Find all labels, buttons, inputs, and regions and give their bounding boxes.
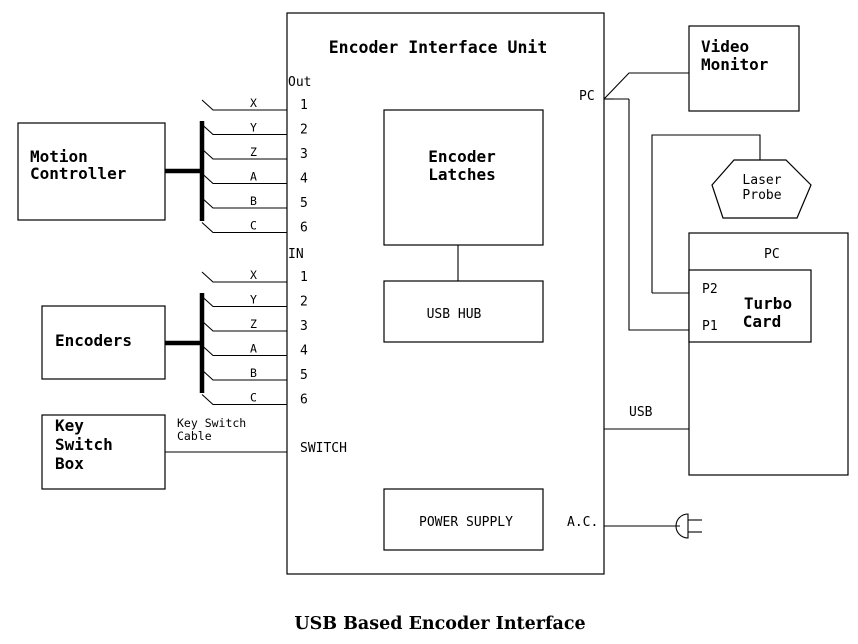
- motion-controller-line2: Controller: [30, 164, 126, 183]
- ac-label: A.C.: [567, 515, 598, 530]
- motion-controller-line1: Motion: [30, 147, 88, 166]
- video-monitor-line1: Video: [701, 37, 749, 56]
- in-wire-x: [201, 271, 287, 283]
- in-channel-3: 3: [300, 319, 308, 334]
- encoder-interface-unit-title: Encoder Interface Unit: [329, 38, 548, 57]
- in-axis-label-y: Y: [250, 293, 257, 307]
- usb-hub-label: USB HUB: [427, 307, 482, 322]
- in-wire-group: X 1Y 2Z 3A 4B 5C 6: [201, 268, 308, 408]
- encoder-latches-line2: Latches: [428, 165, 495, 184]
- usb-hub-box: [383, 280, 544, 343]
- encoder-latches-line1: Encoder: [428, 147, 495, 166]
- video-cable: [603, 72, 689, 100]
- usb-label: USB: [629, 405, 653, 420]
- in-wire-y: [201, 296, 287, 308]
- p1-label: P1: [702, 319, 718, 334]
- in-axis-label-z: Z: [250, 317, 257, 331]
- out-channel-5: 5: [300, 196, 308, 211]
- out-channel-3: 3: [300, 147, 308, 162]
- in-channel-6: 6: [300, 393, 308, 408]
- power-supply-box: [383, 488, 544, 551]
- out-axis-label-y: Y: [250, 121, 257, 135]
- video-monitor-box: [688, 25, 800, 112]
- out-channel-2: 2: [300, 123, 308, 138]
- turbo-card-line1: Turbo: [744, 294, 792, 313]
- out-axis-label-x: X: [250, 96, 257, 110]
- diagram-caption: USB Based Encoder Interface: [294, 614, 585, 634]
- turbo-card-box: [688, 269, 812, 343]
- out-channel-1: 1: [300, 98, 308, 113]
- power-plug-icon: [675, 513, 689, 539]
- out-wire-c: [201, 222, 287, 234]
- turbo-card-line2: Card: [743, 312, 782, 331]
- in-wire-c: [201, 394, 287, 406]
- pc-box: [688, 232, 849, 476]
- encoders-label: Encoders: [55, 331, 132, 350]
- in-axis-label-c: C: [250, 391, 257, 405]
- out-axis-label-c: C: [250, 219, 257, 233]
- switch-label: SWITCH: [300, 441, 347, 456]
- out-channel-6: 6: [300, 221, 308, 236]
- encoders-box: [41, 305, 166, 380]
- in-axis-label-a: A: [250, 342, 257, 356]
- encoder-latches-box: [383, 109, 544, 246]
- eiu-pc-label: PC: [579, 89, 595, 104]
- out-label: Out: [288, 75, 311, 90]
- in-wire-a: [201, 345, 287, 357]
- in-channel-4: 4: [300, 344, 308, 359]
- out-axis-label-z: Z: [250, 145, 257, 159]
- p2-label: P2: [702, 282, 718, 297]
- in-axis-label-b: B: [250, 366, 257, 380]
- power-supply-label: POWER SUPPLY: [419, 515, 513, 530]
- laser-probe-line2: Probe: [742, 188, 781, 203]
- out-wire-a: [201, 173, 287, 185]
- pc-label: PC: [764, 247, 780, 262]
- out-wire-group: X 1Y 2Z 3A 4B 5C 6: [201, 96, 308, 236]
- p2-cable: [651, 134, 761, 293]
- key-switch-box-line2: Switch: [55, 435, 113, 454]
- key-switch-cable-line1: Key Switch: [177, 416, 246, 430]
- out-channel-4: 4: [300, 172, 308, 187]
- laser-probe-shape: [711, 159, 812, 219]
- in-wire-b: [201, 369, 287, 381]
- in-channel-5: 5: [300, 368, 308, 383]
- in-axis-label-x: X: [250, 268, 257, 282]
- in-channel-1: 1: [300, 270, 308, 285]
- out-wire-x: [201, 99, 287, 111]
- out-wire-y: [201, 124, 287, 136]
- video-monitor-line2: Monitor: [701, 55, 768, 74]
- p1-cable: [628, 99, 689, 331]
- in-channel-2: 2: [300, 295, 308, 310]
- key-switch-box-line1: Key: [55, 416, 84, 435]
- key-switch-box-line3: Box: [55, 454, 84, 473]
- key-switch-cable-line2: Cable: [177, 429, 212, 443]
- in-wire-z: [201, 320, 287, 332]
- out-wire-b: [201, 197, 287, 209]
- in-label: IN: [288, 247, 304, 262]
- out-axis-label-a: A: [250, 170, 257, 184]
- out-axis-label-b: B: [250, 194, 257, 208]
- laser-probe-line1: Laser: [742, 173, 781, 188]
- out-wire-z: [201, 148, 287, 160]
